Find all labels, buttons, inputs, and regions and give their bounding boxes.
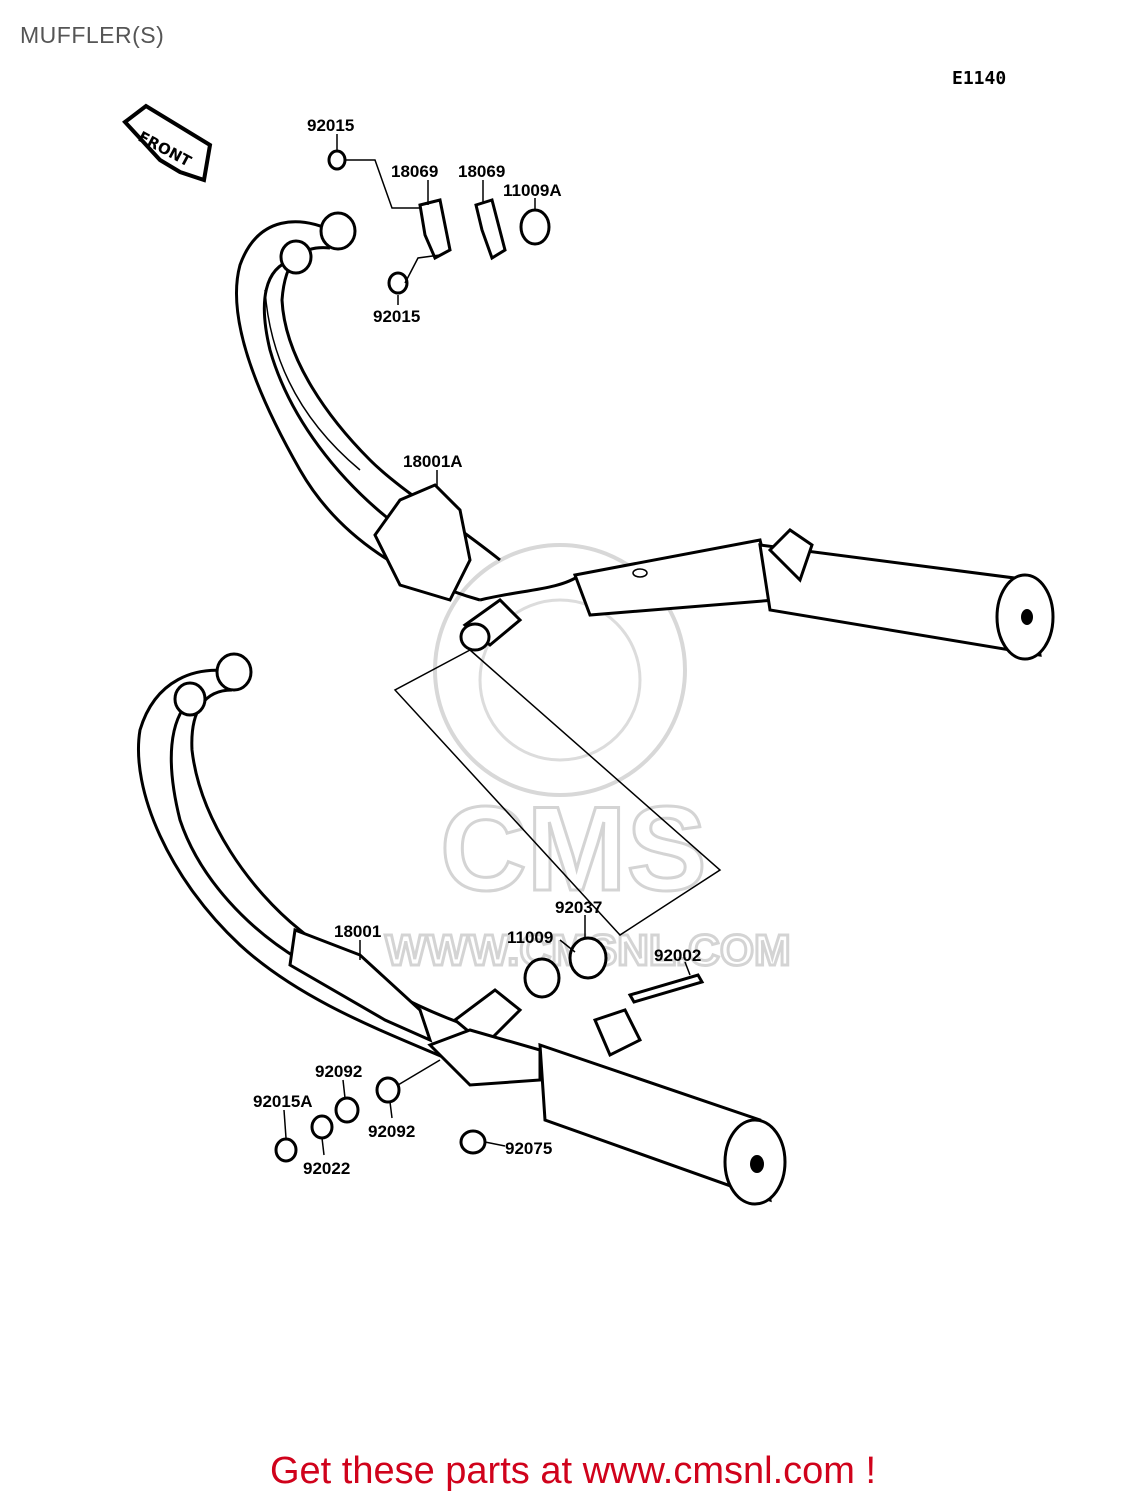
callout-18001A: 18001A <box>403 452 463 471</box>
nut-92092-a <box>334 1096 360 1124</box>
small-parts <box>274 149 705 1163</box>
watermark-brand: CMS <box>440 782 707 916</box>
front-arrow-icon: FRONT <box>122 103 213 183</box>
page-title: MUFFLER(S) <box>20 22 165 48</box>
nut-92015-mid <box>387 271 409 295</box>
diagram-code: E1140 <box>952 68 1007 89</box>
callout-92022: 92022 <box>303 1159 350 1178</box>
callout-92015-mid: 92015 <box>373 307 420 326</box>
bolt-92002 <box>627 973 705 1004</box>
lower-exhaust-assembly <box>137 652 787 1206</box>
gasket-11009A <box>519 208 551 246</box>
callout-92015-top: 92015 <box>307 116 354 135</box>
leader-lines <box>283 134 691 1156</box>
callout-18069-b: 18069 <box>458 162 505 181</box>
flange-18069-b <box>474 198 507 261</box>
footer-link[interactable]: Get these parts at www.cmsnl.com ! <box>269 1450 877 1492</box>
flange-18069-a <box>418 198 452 261</box>
callout-92015A: 92015A <box>253 1092 313 1111</box>
callout-11009: 11009 <box>507 928 553 947</box>
callout-92037: 92037 <box>555 898 602 917</box>
callout-11009A: 11009A <box>503 181 562 200</box>
nut-92015-top <box>327 149 347 171</box>
callout-92002: 92002 <box>654 946 701 965</box>
clamp-92037 <box>568 936 608 980</box>
callout-labels: 92015 18069 18069 11009A 92015 18001A 18… <box>253 116 701 1178</box>
callout-18001: 18001 <box>334 922 381 941</box>
gasket-11009 <box>523 957 561 999</box>
plug-92075 <box>459 1129 487 1155</box>
callout-92092-a: 92092 <box>315 1062 362 1081</box>
washer-92022 <box>310 1114 334 1140</box>
joint-connector-lines <box>393 649 722 936</box>
callout-92092-b: 92092 <box>368 1122 415 1141</box>
callout-18069-a: 18069 <box>391 162 438 181</box>
cap-92015A <box>274 1137 298 1163</box>
upper-exhaust-assembly <box>235 211 1055 661</box>
watermark: CMS WWW.CMSNL.COM <box>384 543 792 977</box>
nut-92092-b <box>375 1076 401 1104</box>
callout-92075: 92075 <box>505 1139 552 1158</box>
